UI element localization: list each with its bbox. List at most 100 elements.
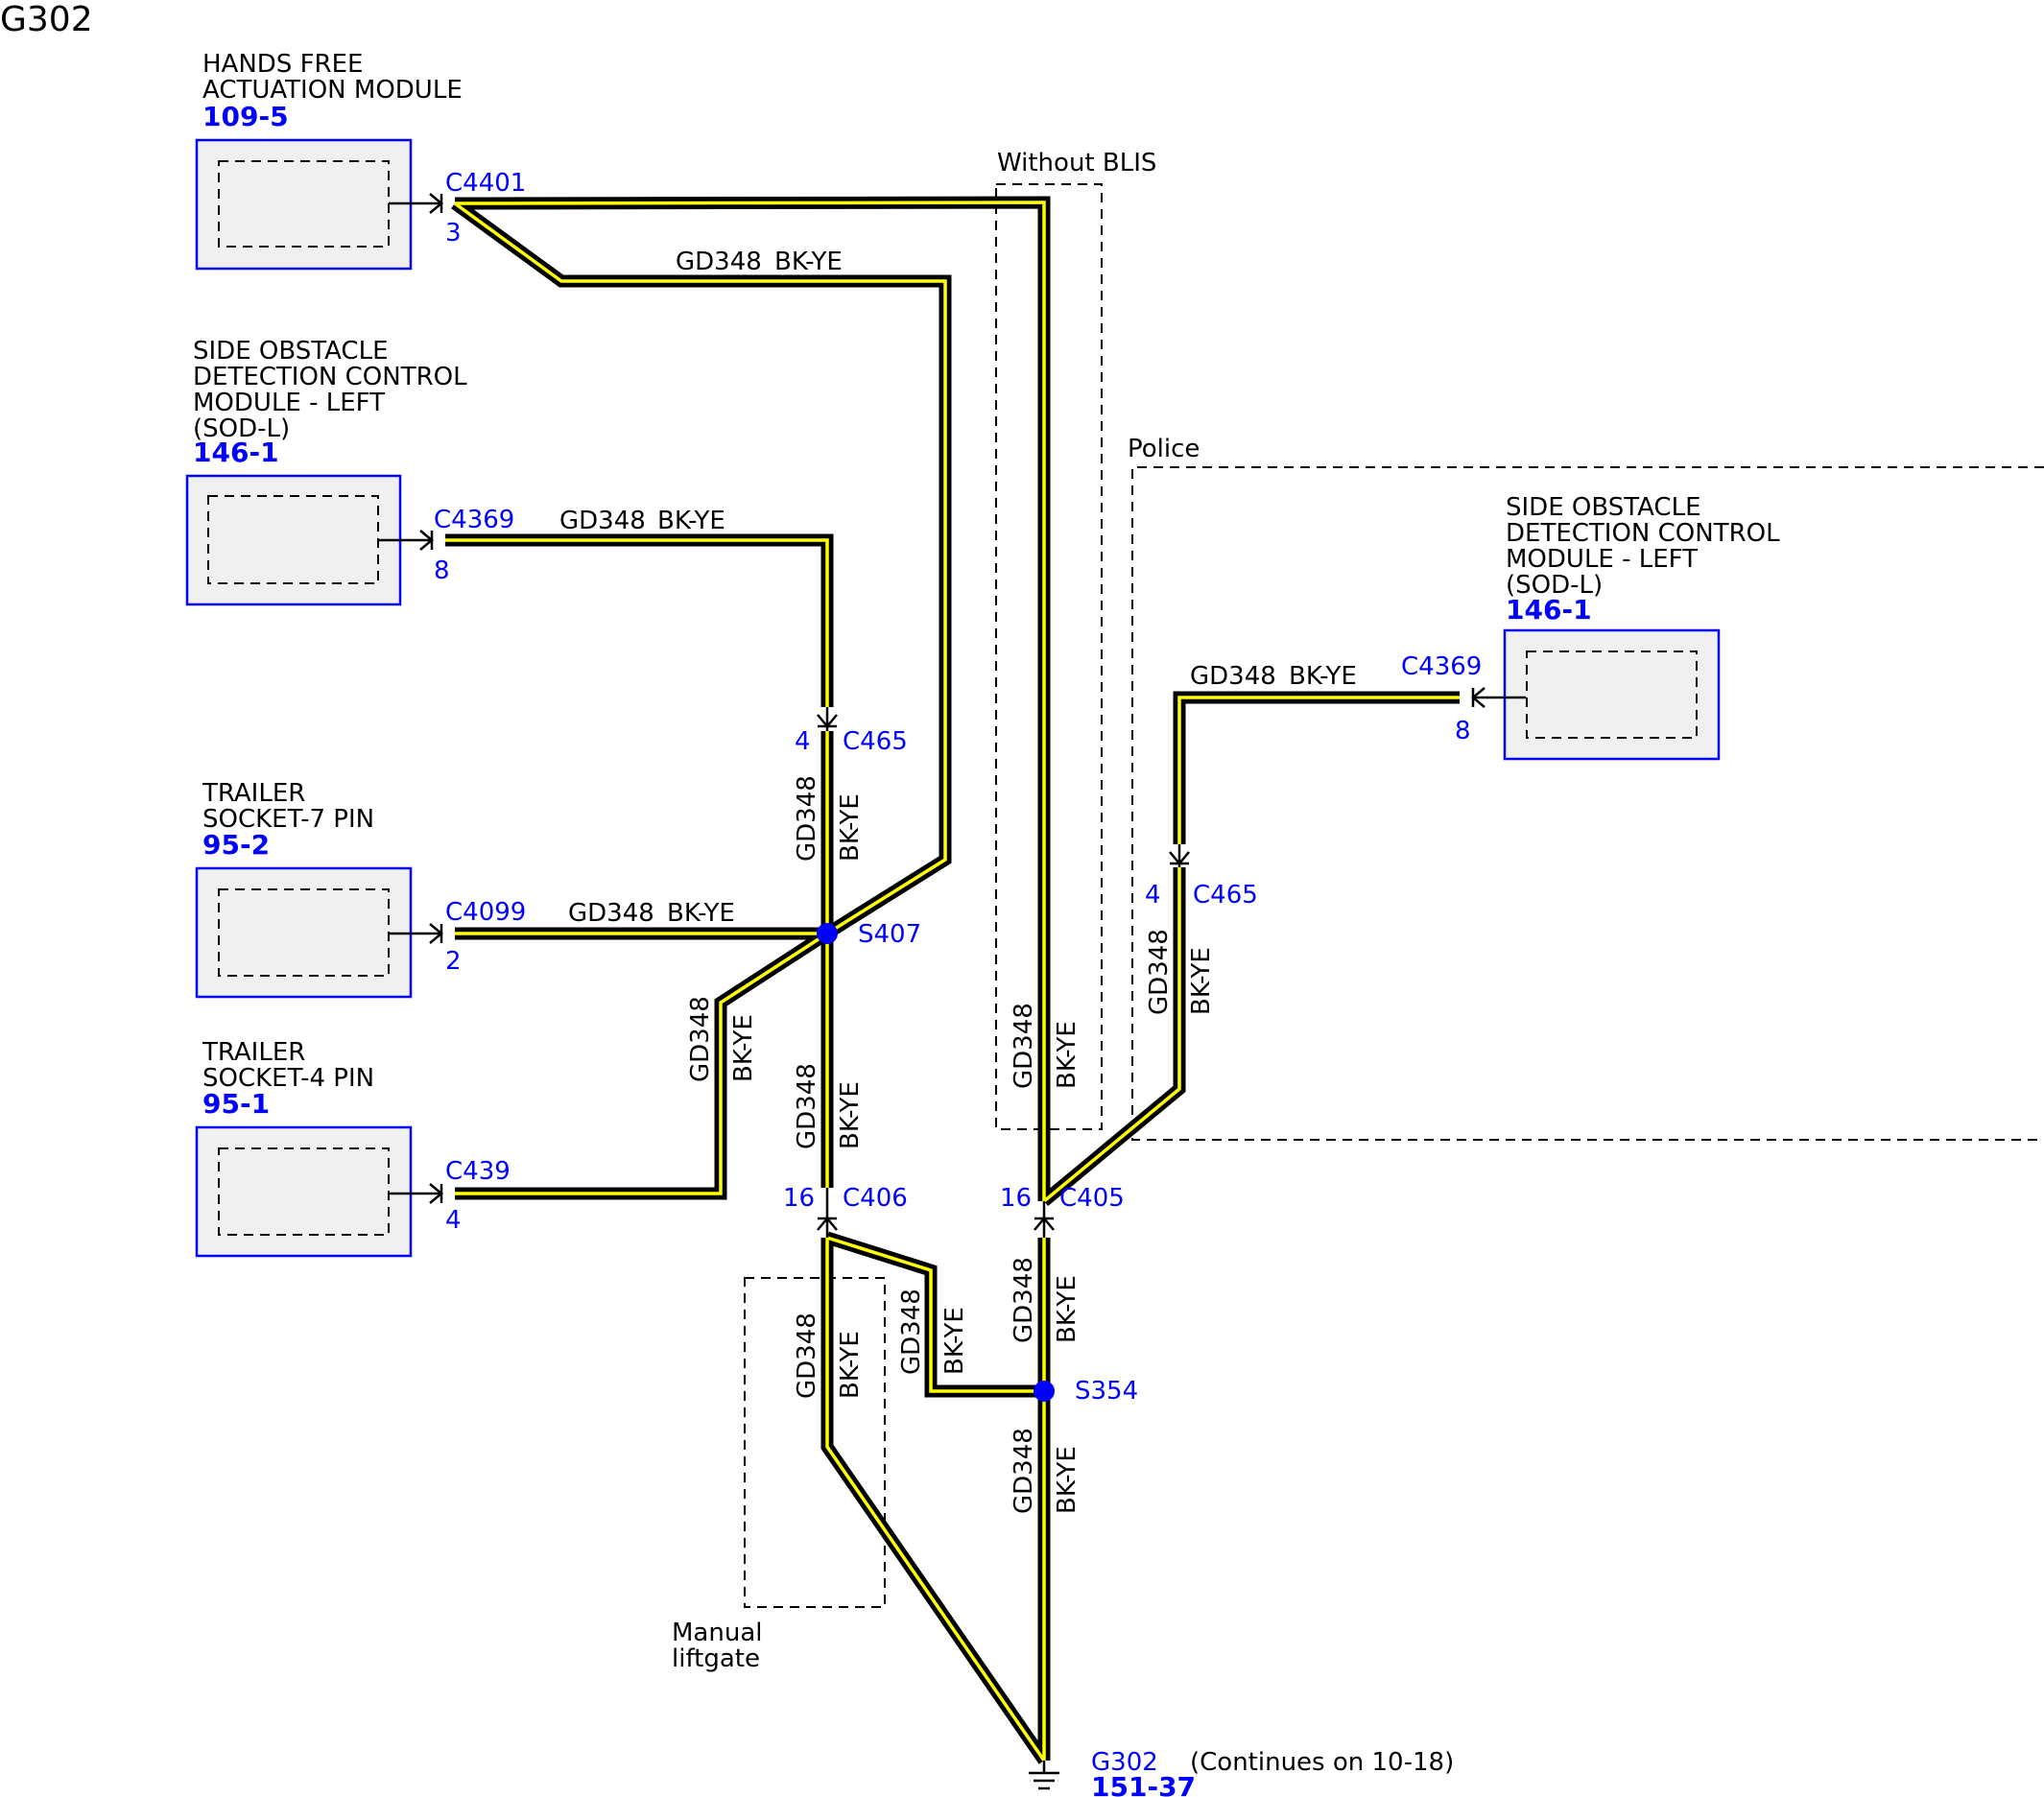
wire-color-label: BK-YE — [774, 248, 843, 276]
wire-color-label: BK-YE — [1187, 947, 1216, 1015]
module-box — [195, 138, 413, 271]
splice-label-s407: S407 — [858, 920, 921, 949]
connector-arrow-icon[interactable] — [389, 193, 443, 214]
wire-circuit-label: GD348 — [793, 1063, 821, 1149]
module-inner-box — [1526, 650, 1698, 739]
wire-color-label: BK-YE — [940, 1307, 969, 1375]
connector-arrow-icon[interactable] — [378, 530, 434, 551]
wire-core — [1177, 696, 1460, 844]
wire-core — [455, 932, 828, 1195]
wire-outline-layer — [445, 196, 1460, 1764]
wire-circuit-label: GD348 — [1010, 1003, 1038, 1089]
connector-pin: 16 — [1000, 1184, 1032, 1213]
connector-arrow-icon[interactable] — [1034, 1201, 1055, 1238]
manual-liftgate-line: liftgate — [672, 1644, 760, 1673]
manual-liftgate-label: Manual liftgate — [672, 1619, 771, 1673]
connector-pin: 4 — [1145, 881, 1161, 910]
wire-circuit-label: GD348 — [676, 248, 762, 276]
wire-circuit-label: GD348 — [1010, 1428, 1038, 1514]
wire-color-label: BK-YE — [729, 1014, 758, 1082]
wire-core — [1042, 867, 1181, 1203]
wires — [445, 196, 1460, 1764]
module-name-line: DETECTION CONTROL — [193, 363, 467, 391]
connector-pin: 16 — [783, 1184, 815, 1213]
sodl-left-module[interactable]: SIDE OBSTACLE DETECTION CONTROL MODULE -… — [185, 337, 475, 606]
connector-arrow-icon[interactable] — [389, 1183, 443, 1204]
connector-arrow-icon[interactable] — [1471, 687, 1526, 708]
splice-dot-icon[interactable] — [817, 923, 838, 944]
connector-pin: 8 — [434, 556, 450, 585]
connector-name[interactable]: C4099 — [445, 898, 526, 927]
connector-name[interactable]: C406 — [843, 1184, 908, 1213]
connector-name[interactable]: C465 — [1193, 881, 1258, 910]
police-region — [1131, 466, 2044, 1141]
connector-name[interactable]: C405 — [1059, 1184, 1125, 1213]
trailer7-module[interactable]: TRAILER SOCKET-7 PIN 95-2 — [195, 779, 413, 999]
connector-arrow-icon[interactable] — [1169, 844, 1190, 867]
module-box — [195, 1125, 413, 1258]
without-blis-region — [995, 183, 1103, 1130]
connector-name[interactable]: C4401 — [445, 169, 526, 198]
wire[interactable] — [451, 198, 952, 939]
connector-name[interactable]: C4369 — [434, 506, 514, 534]
module-name-line: HANDS FREE — [202, 50, 363, 79]
module-name: TRAILER SOCKET-4 PIN — [202, 1038, 374, 1093]
module-name-line: SOCKET-7 PIN — [202, 805, 374, 834]
wire-color-label: BK-YE — [1289, 662, 1357, 691]
module-name-line: SIDE OBSTACLE — [1506, 493, 1701, 522]
wire-circuit-label: GD348 — [793, 775, 821, 862]
wire-color-label: BK-YE — [1053, 1021, 1081, 1089]
sodl-police-module[interactable]: SIDE OBSTACLE DETECTION CONTROL MODULE -… — [1503, 493, 1788, 761]
connector-labels: C4401 3 C4369 8 C4099 2 C439 4 4 C465 4 … — [434, 169, 1482, 1235]
module-ref[interactable]: 109-5 — [202, 101, 289, 132]
module-ref[interactable]: 146-1 — [1506, 594, 1592, 626]
wire-circuit-label: GD348 — [568, 899, 654, 928]
wire[interactable] — [455, 928, 831, 1200]
wire-core — [445, 538, 829, 707]
connector-arrow-icon[interactable] — [817, 707, 838, 731]
wire[interactable] — [445, 533, 834, 707]
module-name-line: SIDE OBSTACLE — [193, 337, 389, 366]
without-blis-label: Without BLIS — [997, 149, 1156, 177]
splice-dot-icon[interactable] — [1034, 1381, 1055, 1402]
connector-name[interactable]: C465 — [843, 727, 908, 756]
wire-circuit-label: GD348 — [1010, 1257, 1038, 1343]
hfam-module[interactable]: HANDS FREE ACTUATION MODULE 109-5 — [195, 50, 463, 271]
connector-arrow-icon[interactable] — [389, 923, 443, 944]
connector-pin: 3 — [445, 219, 462, 248]
module-name-line: TRAILER — [202, 779, 305, 808]
module-name-line: MODULE - LEFT — [193, 389, 385, 417]
module-ref[interactable]: 95-1 — [202, 1088, 270, 1120]
module-name: TRAILER SOCKET-7 PIN — [202, 779, 374, 834]
module-name-line: (SOD-L) — [1506, 571, 1603, 600]
ground-name[interactable]: G302 — [1091, 1748, 1158, 1777]
ground-ref[interactable]: 151-37 — [1091, 1771, 1196, 1797]
page-title: G302 — [0, 0, 93, 39]
module-box — [195, 866, 413, 999]
manual-liftgate-region — [744, 1277, 886, 1608]
module-box — [1503, 628, 1721, 761]
ground-symbol-icon[interactable] — [1029, 1761, 1059, 1790]
connector-arrows — [378, 193, 1526, 1238]
wire[interactable] — [1173, 691, 1460, 844]
connector-name[interactable]: C4369 — [1401, 652, 1482, 681]
module-inner-box — [218, 1147, 390, 1236]
splice-label-s354: S354 — [1075, 1377, 1138, 1406]
wire-circuit-label: GD348 — [686, 996, 715, 1082]
wire-color-label: BK-YE — [657, 507, 725, 535]
wire-color-label: BK-YE — [836, 1081, 865, 1149]
wire-circuit-label: GD348 — [793, 1312, 821, 1399]
wire-labels-horizontal: GD348 BK-YE GD348 BK-YE GD348 BK-YE GD34… — [559, 248, 1357, 928]
module-name: SIDE OBSTACLE DETECTION CONTROL MODULE -… — [1506, 493, 1788, 600]
region-boxes — [744, 183, 2044, 1608]
connector-pin: 8 — [1455, 717, 1471, 745]
module-ref[interactable]: 146-1 — [193, 437, 279, 468]
connector-name[interactable]: C439 — [445, 1157, 511, 1186]
module-name-line: DETECTION CONTROL — [1506, 519, 1780, 548]
wire-circuit-label: GD348 — [897, 1289, 926, 1375]
connector-arrow-icon[interactable] — [817, 1188, 838, 1238]
module-name: SIDE OBSTACLE DETECTION CONTROL MODULE -… — [193, 337, 475, 443]
wire-core-layer — [445, 201, 1460, 1762]
trailer4-module[interactable]: TRAILER SOCKET-4 PIN 95-1 — [195, 1038, 413, 1258]
module-ref[interactable]: 95-2 — [202, 829, 270, 861]
